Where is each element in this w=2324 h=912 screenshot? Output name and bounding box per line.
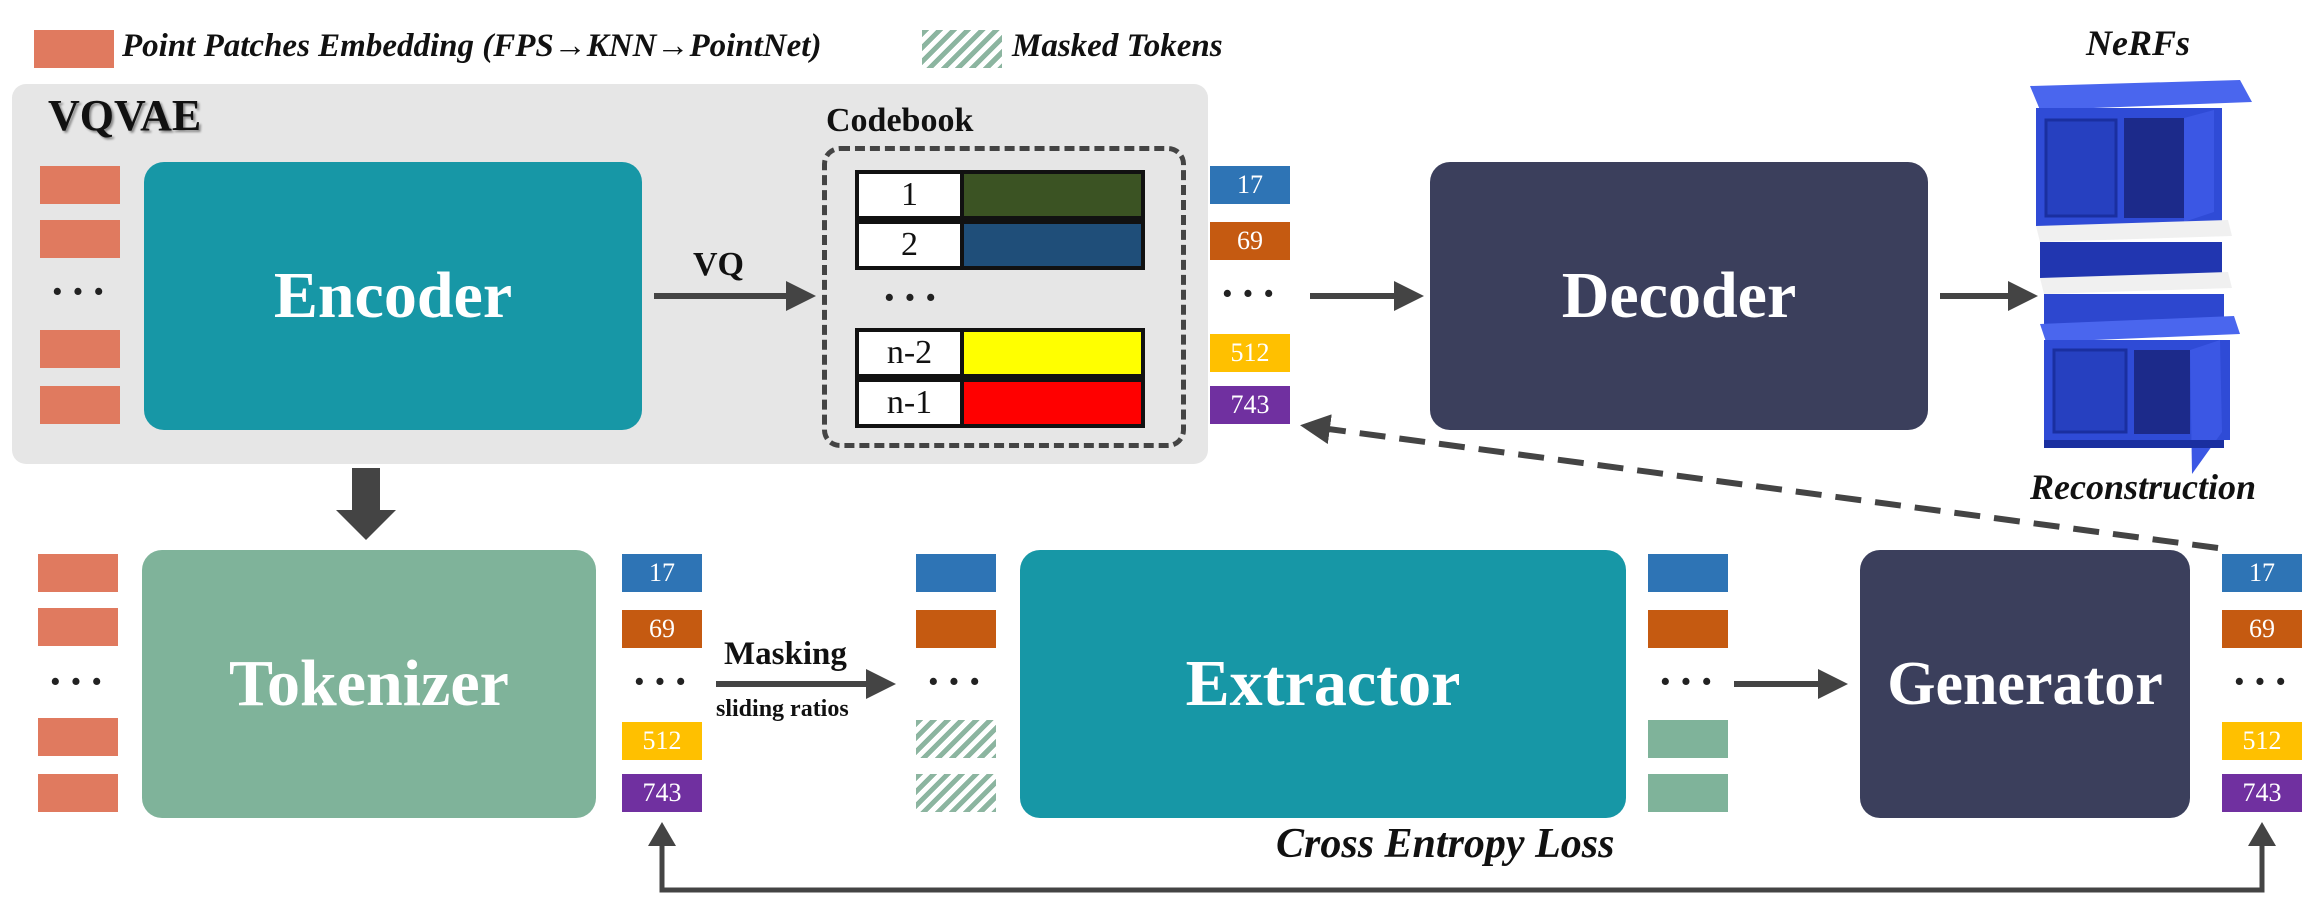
tokenizer-patch	[38, 608, 118, 646]
masked-ellipsis: ···	[926, 657, 989, 706]
tokenizer-label: Tokenizer	[229, 647, 509, 720]
codebook-row: n-1	[855, 378, 1145, 428]
masking-label: Masking	[724, 636, 847, 672]
masked-token-hatched	[916, 774, 996, 812]
token-17: 17	[622, 554, 702, 592]
loss-arrowhead-right	[2248, 822, 2276, 846]
loss-arrowhead-left	[648, 822, 676, 846]
legend-patch-label: Point Patches Embedding (FPS→KNN→PointNe…	[122, 28, 822, 64]
vqvae-patch	[40, 386, 120, 424]
token-ellipsis: ···	[2232, 657, 2295, 706]
tokenizer-patch	[38, 718, 118, 756]
token-743: 743	[622, 774, 702, 812]
codebook-title: Codebook	[826, 102, 974, 139]
down-arrow	[336, 468, 396, 540]
codebook-frame	[822, 146, 1186, 448]
masking-sublabel: sliding ratios	[716, 696, 849, 722]
nerfs-title: NeRFs	[2086, 23, 2191, 63]
legend-masked-label: Masked Tokens	[1012, 28, 1223, 64]
reconstruction-caption: Reconstruction	[2030, 467, 2257, 507]
token-69: 69	[622, 610, 702, 648]
masked-token	[916, 554, 996, 592]
codebook-color	[960, 328, 1145, 378]
token-69: 69	[1210, 222, 1290, 260]
generator-block: Generator	[1860, 550, 2190, 818]
extractor-block: Extractor	[1020, 550, 1626, 818]
token-743: 743	[2222, 774, 2302, 812]
token-512: 512	[622, 722, 702, 760]
codebook-row: 2	[855, 220, 1145, 270]
feature-ellipsis: ···	[1658, 657, 1721, 706]
decoder-label: Decoder	[1561, 259, 1797, 332]
feature-token	[1648, 774, 1728, 812]
codebook-row: 1	[855, 170, 1145, 220]
vqvae-patch-ellipsis: ···	[50, 267, 113, 316]
vq-label: VQ	[693, 246, 744, 283]
codebook-ellipsis: ···	[882, 273, 945, 322]
encoder-block: Encoder	[144, 162, 642, 430]
codebook-color	[960, 170, 1145, 220]
tokenizer-patch-ellipsis: ···	[48, 657, 111, 706]
masked-token	[916, 610, 996, 648]
tokenizer-block: Tokenizer	[142, 550, 596, 818]
feature-token	[1648, 720, 1728, 758]
codebook-index: 1	[855, 170, 960, 220]
tokenizer-patch	[38, 774, 118, 812]
token-69: 69	[2222, 610, 2302, 648]
vqvae-patch	[40, 220, 120, 258]
vqvae-title: VQVAE	[48, 91, 202, 140]
loss-label: Cross Entropy Loss	[1276, 821, 1615, 867]
decoder-block: Decoder	[1430, 162, 1928, 430]
masked-token-hatched	[916, 720, 996, 758]
vqvae-patch	[40, 166, 120, 204]
feature-token	[1648, 610, 1728, 648]
encoder-label: Encoder	[273, 259, 513, 332]
legend-patch-swatch	[34, 30, 114, 68]
token-743: 743	[1210, 386, 1290, 424]
token-512: 512	[1210, 334, 1290, 372]
codebook-index: n-1	[855, 378, 960, 428]
dashed-feedback-arrow	[1300, 414, 2219, 551]
token-17: 17	[1210, 166, 1290, 204]
codebook-color	[960, 378, 1145, 428]
feature-token	[1648, 554, 1728, 592]
tokenizer-patch	[38, 554, 118, 592]
codebook-index: n-2	[855, 328, 960, 378]
generator-label: Generator	[1887, 649, 2163, 718]
token-512: 512	[2222, 722, 2302, 760]
extractor-label: Extractor	[1185, 647, 1461, 720]
codebook-color	[960, 220, 1145, 270]
loss-bracket	[659, 832, 2265, 893]
codebook-row: n-2	[855, 328, 1145, 378]
token-17: 17	[2222, 554, 2302, 592]
token-ellipsis: ···	[1220, 269, 1283, 318]
token-ellipsis: ···	[632, 657, 695, 706]
vqvae-patch	[40, 330, 120, 368]
cabinet-illustration	[2030, 80, 2252, 474]
legend-masked-swatch	[922, 30, 1002, 68]
codebook-index: 2	[855, 220, 960, 270]
